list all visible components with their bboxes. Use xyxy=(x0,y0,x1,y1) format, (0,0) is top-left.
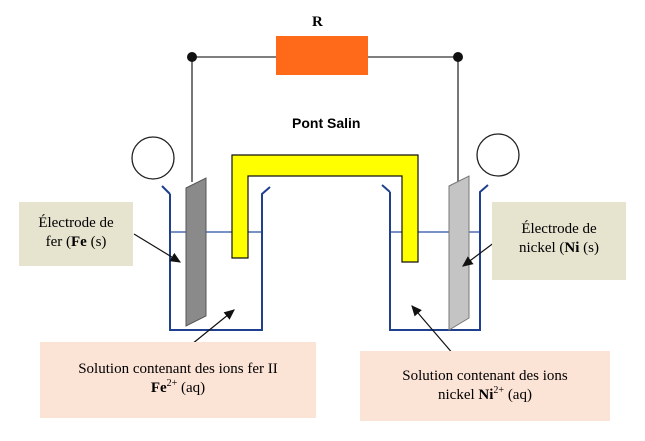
salt-bridge-label: Pont Salin xyxy=(292,115,361,131)
right-beaker xyxy=(381,184,489,331)
nickel-solution-label: Solution contenant des ions nickel Ni2+ … xyxy=(360,351,610,421)
nickel-electrode xyxy=(448,175,470,331)
resistor xyxy=(276,36,368,75)
right-junction-dot xyxy=(453,52,463,62)
iron-electrode xyxy=(185,177,207,327)
arrow-iron-electrode xyxy=(133,233,182,263)
nickel-electrode-label: Électrode de nickel (Ni (s) xyxy=(492,202,626,280)
salt-bridge xyxy=(231,154,419,263)
right-polarity-circle xyxy=(476,133,520,177)
iron-solution-label: Solution contenant des ions fer II Fe2+ … xyxy=(40,342,316,418)
left-junction-dot xyxy=(187,52,197,62)
iron-electrode-label: Électrode de fer (Fe (s) xyxy=(19,202,133,266)
left-polarity-circle xyxy=(131,136,175,180)
circuit-wire xyxy=(191,56,459,188)
left-beaker xyxy=(161,185,271,331)
resistor-label: R xyxy=(312,14,323,30)
